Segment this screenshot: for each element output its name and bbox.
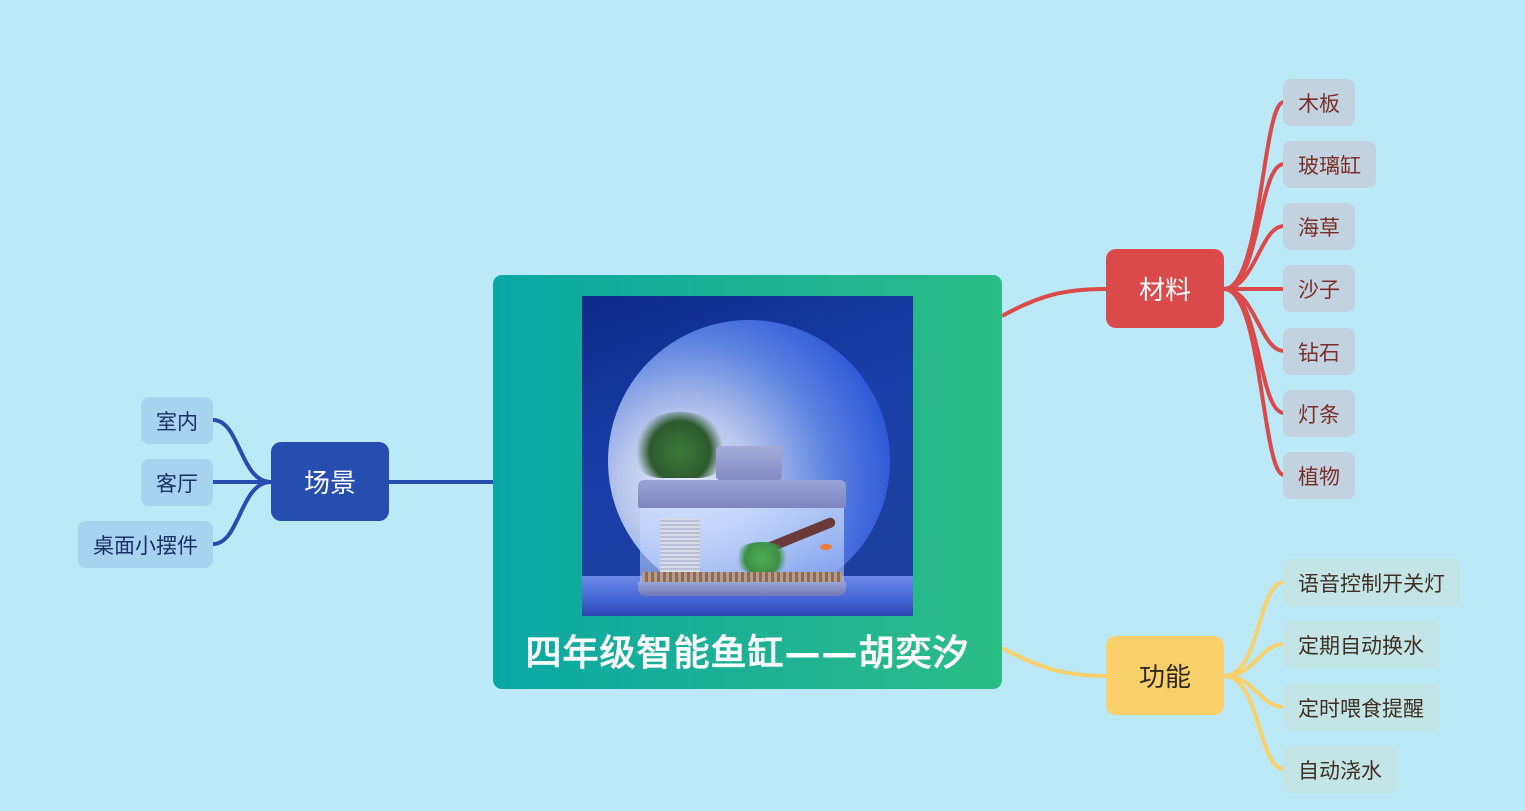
subtopic-material-3[interactable]: 沙子 bbox=[1283, 265, 1355, 312]
plant-pot bbox=[634, 412, 726, 478]
subtopic-material-6[interactable]: 植物 bbox=[1283, 452, 1355, 499]
subtopic-function-3[interactable]: 自动浇水 bbox=[1283, 746, 1397, 793]
subtopic-material-0[interactable]: 木板 bbox=[1283, 79, 1355, 126]
central-topic[interactable]: 四年级智能鱼缸——胡奕汐 bbox=[493, 275, 1002, 689]
subtopic-material-4[interactable]: 钻石 bbox=[1283, 328, 1355, 375]
fish-tank-image bbox=[582, 296, 913, 616]
topic-material[interactable]: 材料 bbox=[1106, 249, 1224, 328]
subtopic-function-1[interactable]: 定期自动换水 bbox=[1283, 621, 1439, 668]
central-title: 四年级智能鱼缸——胡奕汐 bbox=[525, 633, 970, 674]
gravel bbox=[642, 572, 842, 582]
tank-base bbox=[638, 582, 846, 596]
tank-lid bbox=[638, 480, 846, 508]
subtopic-material-1[interactable]: 玻璃缸 bbox=[1283, 141, 1376, 188]
subtopic-scene-0[interactable]: 室内 bbox=[141, 397, 213, 444]
subtopic-function-2[interactable]: 定时喂食提醒 bbox=[1283, 684, 1439, 731]
subtopic-material-2[interactable]: 海草 bbox=[1283, 203, 1355, 250]
subtopic-material-5[interactable]: 灯条 bbox=[1283, 390, 1355, 437]
fish bbox=[820, 544, 832, 550]
feeder-box bbox=[716, 446, 782, 480]
subtopic-scene-1[interactable]: 客厅 bbox=[141, 459, 213, 506]
topic-function[interactable]: 功能 bbox=[1106, 636, 1224, 715]
subtopic-scene-2[interactable]: 桌面小摆件 bbox=[78, 521, 213, 568]
aquatic-plant bbox=[732, 542, 792, 574]
subtopic-function-0[interactable]: 语音控制开关灯 bbox=[1283, 559, 1460, 606]
topic-scene[interactable]: 场景 bbox=[271, 442, 389, 521]
